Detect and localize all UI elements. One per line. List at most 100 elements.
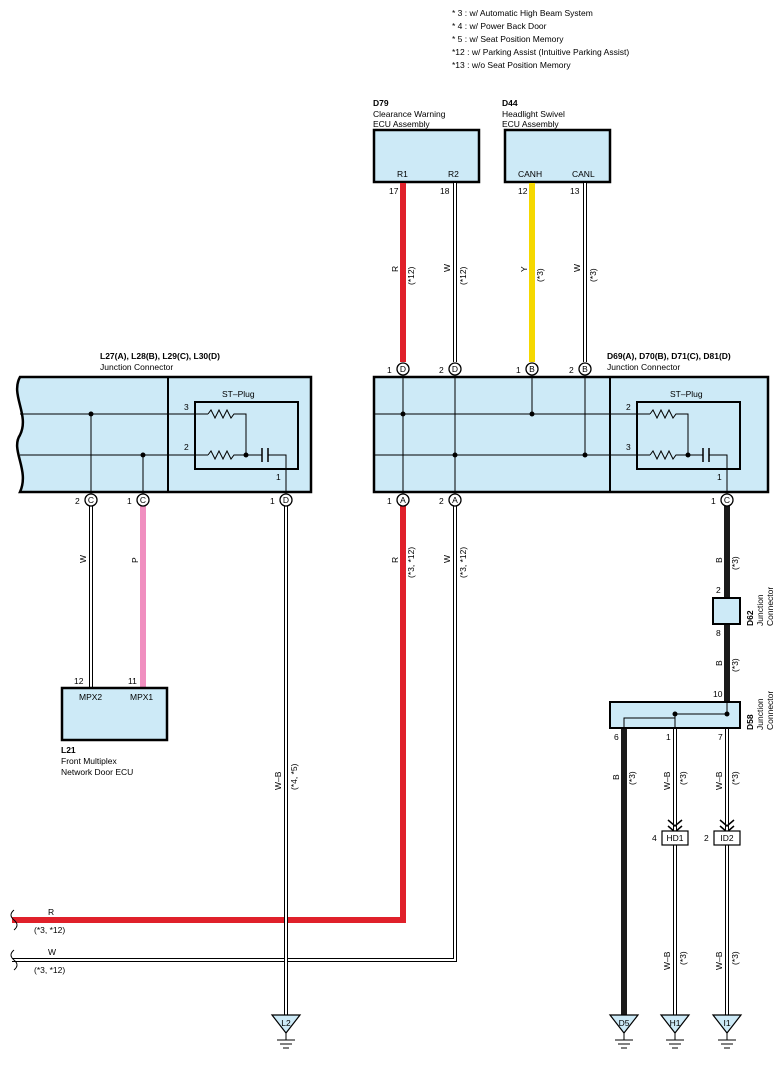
pin-label-mpx2: MPX2 xyxy=(79,692,102,702)
legend-item: *12 : w/ Parking Assist (Intuitive Parki… xyxy=(452,47,629,57)
svg-text:D5: D5 xyxy=(619,1018,630,1028)
wire-label: W–B xyxy=(714,771,724,790)
pin-number: 1 xyxy=(387,365,392,375)
l27-st-plug xyxy=(194,401,299,470)
pin-label-canl: CANL xyxy=(572,169,595,179)
pin-number: 6 xyxy=(614,732,619,742)
svg-text:C: C xyxy=(88,495,94,505)
pin-number: 3 xyxy=(626,442,631,452)
d69-st-plug xyxy=(636,401,741,470)
pin-label-r1: R1 xyxy=(397,169,408,179)
d62-name: Junction xyxy=(755,594,765,626)
pin-label-r2: R2 xyxy=(448,169,459,179)
id2-connector xyxy=(713,830,741,846)
wire-note: (*3) xyxy=(678,951,688,965)
legend-item: * 3 : w/ Automatic High Beam System xyxy=(452,8,593,18)
pin-number: 1 xyxy=(387,496,392,506)
pin-number: 2 xyxy=(626,402,631,412)
l21-ecu-box xyxy=(60,686,169,742)
pin-number: 1 xyxy=(711,496,716,506)
svg-text:B: B xyxy=(582,364,588,374)
d69-code: D69(A), D70(B), D71(C), D81(D) xyxy=(607,351,731,361)
wire-note: (*3, *12) xyxy=(34,965,65,975)
wire-note: (*3, *12) xyxy=(34,925,65,935)
resistor-icon xyxy=(649,408,689,455)
ground-icon xyxy=(270,1014,302,1034)
pin-circle xyxy=(84,493,98,507)
d44-name: ECU Assembly xyxy=(502,119,559,129)
l27-code: L27(A), L28(B), L29(C), L30(D) xyxy=(100,351,220,361)
pin-number: 2 xyxy=(75,496,80,506)
wire-label: R xyxy=(390,557,400,563)
ground-d5: D5 xyxy=(608,1014,640,1049)
pin-number: 1 xyxy=(276,472,281,482)
pin-circle xyxy=(136,493,150,507)
l21-code: L21 xyxy=(61,745,76,755)
wire-label: W xyxy=(572,264,582,272)
wire-label: Y xyxy=(519,266,529,272)
pin-number: 2 xyxy=(439,365,444,375)
d58-name: Junction xyxy=(755,698,765,730)
wire-note: (*3) xyxy=(535,268,545,282)
resistor-icon xyxy=(649,449,703,461)
pin-circle xyxy=(448,493,462,507)
pin-number: 2 xyxy=(184,442,189,452)
d58-name: Connector xyxy=(765,691,775,730)
svg-text:I1: I1 xyxy=(723,1018,730,1028)
wire-note: (*3) xyxy=(627,771,637,785)
l27-junction-box xyxy=(15,375,313,494)
wire-note: (*3, *12) xyxy=(458,547,468,578)
wire-label: W xyxy=(442,264,452,272)
pin-number: 2 xyxy=(569,365,574,375)
wire-label: W–B xyxy=(714,951,724,970)
pin-number: 2 xyxy=(704,833,709,843)
svg-text:C: C xyxy=(140,495,146,505)
wire-break-icon xyxy=(10,909,18,931)
d44-ecu-box xyxy=(503,128,612,184)
pin-number: 1 xyxy=(717,472,722,482)
pin-number: 17 xyxy=(389,186,399,196)
svg-text:A: A xyxy=(452,495,458,505)
d62-name: Connector xyxy=(765,587,775,626)
svg-text:ID2: ID2 xyxy=(720,833,734,843)
pin-number: 2 xyxy=(716,585,721,595)
svg-text:A: A xyxy=(400,495,406,505)
wire-note: (*3, *12) xyxy=(406,547,416,578)
pin-number: 3 xyxy=(184,402,189,412)
d79-code: D79 xyxy=(373,98,389,108)
svg-text:D: D xyxy=(283,495,289,505)
pin-number: 2 xyxy=(439,496,444,506)
wire-note: (*3) xyxy=(730,951,740,965)
wire-label: B xyxy=(714,557,724,563)
legend-item: * 4 : w/ Power Back Door xyxy=(452,21,547,31)
wire-label: B xyxy=(714,660,724,666)
svg-text:C: C xyxy=(724,495,730,505)
wire-note: (*3) xyxy=(730,771,740,785)
ground-icon xyxy=(659,1014,691,1034)
legend-item: * 5 : w/ Seat Position Memory xyxy=(452,34,564,44)
d44-code: D44 xyxy=(502,98,518,108)
pin-number: 1 xyxy=(127,496,132,506)
pin-number: 4 xyxy=(652,833,657,843)
pin-number: 12 xyxy=(518,186,528,196)
wire-note: (*12) xyxy=(458,266,468,285)
pin-number: 8 xyxy=(716,628,721,638)
wire-note: (*3) xyxy=(730,556,740,570)
wire-label: R xyxy=(390,266,400,272)
wire-break-icon xyxy=(10,949,18,971)
svg-text:L2: L2 xyxy=(281,1018,291,1028)
svg-text:B: B xyxy=(529,364,535,374)
st-plug-label: ST–Plug xyxy=(670,389,703,399)
wire-note: (*4, *5) xyxy=(289,763,299,790)
svg-text:HD1: HD1 xyxy=(666,833,683,843)
l27-name: Junction Connector xyxy=(100,362,173,372)
pin-circle xyxy=(578,362,592,376)
l21-name: Front Multiplex xyxy=(61,756,117,766)
d69-junction-box xyxy=(372,375,770,494)
wire-note: (*12) xyxy=(406,266,416,285)
svg-text:D: D xyxy=(452,364,458,374)
st-plug-label: ST–Plug xyxy=(222,389,255,399)
ground-icon xyxy=(711,1014,743,1034)
ground-h1: H1 xyxy=(659,1014,691,1049)
